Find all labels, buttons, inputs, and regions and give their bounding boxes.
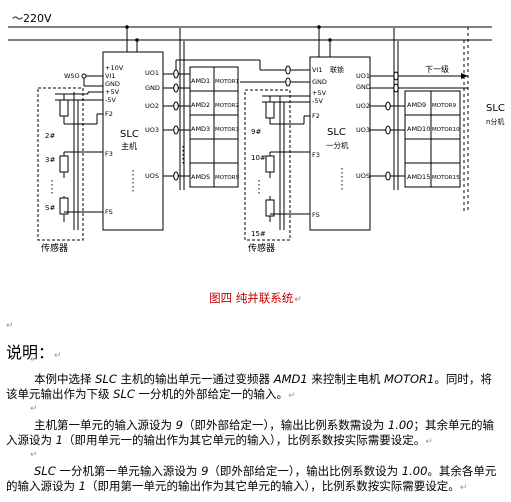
paragraph-text-run: 本例中选择 (34, 372, 96, 386)
slc-main-name: SLC (120, 129, 139, 140)
paragraph-text-run: （即用第一单元的输出作为其它单元的输入），比例系数按实际需要设定。 (85, 479, 460, 493)
paragraph-italic-run: 9 (175, 418, 183, 432)
svg-text:AMD9: AMD9 (407, 101, 426, 109)
svg-text:2#: 2# (45, 132, 55, 140)
paragraph-italic-run: SLC (113, 387, 135, 401)
notes-heading: 说明：↵ (6, 343, 62, 362)
svg-text:+10V: +10V (105, 64, 124, 72)
svg-text:-5V: -5V (105, 96, 116, 104)
svg-text:10#: 10# (251, 154, 266, 162)
svg-text:AMD10: AMD10 (407, 125, 430, 133)
paragraph-italic-run: 1 (78, 479, 86, 493)
svg-text:15#: 15# (251, 230, 266, 238)
svg-text:UO2: UO2 (145, 102, 159, 110)
wso-label: WSO (64, 72, 80, 80)
svg-text:GND: GND (312, 78, 327, 86)
svg-text:VI1: VI1 (312, 66, 323, 74)
slc-slave-name: SLC (327, 127, 346, 138)
svg-text:MOTOR1: MOTOR1 (215, 79, 239, 85)
paragraph-text-run: 主机的输出单元一通过变频器 (116, 372, 274, 386)
svg-text:S#: S# (45, 204, 55, 212)
slc-n-subname: n分机 (486, 117, 504, 126)
paragraph-italic-run: MOTOR1 (384, 372, 435, 386)
svg-text:UO1: UO1 (356, 72, 370, 80)
svg-text:GND: GND (356, 83, 371, 91)
paragraph-text-run: ；其余单元的输入源设为 (6, 418, 494, 447)
paragraph-italic-run: SLC (95, 372, 117, 386)
svg-text:AMD15: AMD15 (407, 173, 430, 181)
svg-text:FS: FS (105, 208, 113, 216)
wiring-diagram: ～220V SLC 主机 +10V VI1 GND +5V -5V F2 F3 … (8, 12, 505, 254)
svg-text:AMD3: AMD3 (191, 125, 210, 133)
svg-text:F2: F2 (312, 112, 320, 120)
svg-text:MOTOR2: MOTOR2 (215, 103, 239, 109)
slc-slave-box (309, 56, 371, 231)
svg-text:UOS: UOS (145, 172, 159, 180)
paragraph-italic-run: 1 (55, 433, 63, 447)
svg-text:VI1: VI1 (105, 72, 116, 80)
slc-main-box (102, 51, 164, 231)
svg-text:F3: F3 (105, 150, 113, 158)
left-sensor-group (37, 87, 84, 241)
paragraph-italic-run: 1.00 (401, 464, 428, 478)
paragraph-text-run: 一分机第一单元输入源设为 (55, 464, 202, 478)
paragraph-text-run: （即外部给定一），输出比例系数需设为 (182, 418, 388, 432)
paragraph-text-run: （即用单元一的输出作为其它单元的输入），比例系数按实际需要设定。 (62, 433, 426, 447)
paragraph-text-run: 主机第一单元的输入源设为 (34, 418, 176, 432)
figure-caption: 图四 纯并联系统↵ (209, 291, 302, 305)
slc-slave-subname: 一分机 (326, 140, 349, 150)
svg-text:UO2: UO2 (356, 102, 370, 110)
svg-text:联锁: 联锁 (330, 65, 344, 74)
paragraph-italic-run: AMD1 (273, 372, 308, 386)
paragraph-1: 本例中选择 SLC 主机的输出单元一通过变频器 AMD1 来控制主电机 MOTO… (6, 372, 492, 401)
paragraph-text-run: 。同时，将该单元输出作为下级 (6, 372, 492, 401)
next-stage-label: 下一级 (425, 64, 449, 74)
svg-text:9#: 9# (251, 128, 261, 136)
svg-text:3#: 3# (45, 156, 55, 164)
paragraph-text-run: （即外部给定一），输出比例系数设为 (208, 464, 402, 478)
svg-text:+5V: +5V (312, 89, 327, 97)
svg-text:MOTOR15: MOTOR15 (432, 175, 460, 181)
svg-text:UO3: UO3 (356, 126, 370, 134)
paragraph-text-run: 。其余各单元的输入源设为 (6, 464, 497, 493)
svg-text:UO3: UO3 (145, 126, 159, 134)
svg-text:GND: GND (105, 80, 120, 88)
left-sensor-label: 传感器 (41, 242, 68, 254)
svg-text:UOS: UOS (356, 172, 370, 180)
svg-text:MOTORS: MOTORS (215, 175, 240, 181)
right-sensor-group (244, 89, 291, 241)
svg-text:-5V: -5V (312, 97, 323, 105)
svg-text:MOTOR10: MOTOR10 (432, 127, 460, 133)
svg-text:AMD1: AMD1 (191, 77, 210, 85)
svg-text:MOTOR3: MOTOR3 (215, 127, 240, 133)
paragraph-text-run: 一分机的外部给定一的输入。 (134, 387, 289, 401)
paragraph-text-run: 来控制主电机 (307, 372, 384, 386)
svg-text:F3: F3 (312, 151, 320, 159)
svg-text:UO1: UO1 (145, 69, 159, 77)
paragraph-3: SLC 一分机第一单元输入源设为 9（即外部给定一），输出比例系数设为 1.00… (6, 464, 497, 493)
right-sensor-label: 传感器 (248, 242, 275, 254)
svg-text:FS: FS (312, 211, 320, 219)
svg-text:MOTOR9: MOTOR9 (432, 103, 457, 109)
svg-text:+5V: +5V (105, 88, 120, 96)
svg-text:F2: F2 (105, 110, 113, 118)
paragraph-italic-run: 9 (201, 464, 209, 478)
svg-text:AMD2: AMD2 (191, 101, 210, 109)
slc-main-subname: 主机 (121, 141, 137, 151)
supply-label: ～220V (12, 12, 52, 25)
paragraph-italic-run: SLC (34, 464, 56, 478)
paragraph-2: 主机第一单元的输入源设为 9（即外部给定一），输出比例系数需设为 1.00；其余… (6, 418, 494, 447)
slc-n-name: SLC (486, 103, 505, 114)
paragraph-italic-run: 1.00 (387, 418, 414, 432)
svg-text:GND: GND (145, 84, 160, 92)
svg-text:AMDS: AMDS (191, 173, 210, 181)
